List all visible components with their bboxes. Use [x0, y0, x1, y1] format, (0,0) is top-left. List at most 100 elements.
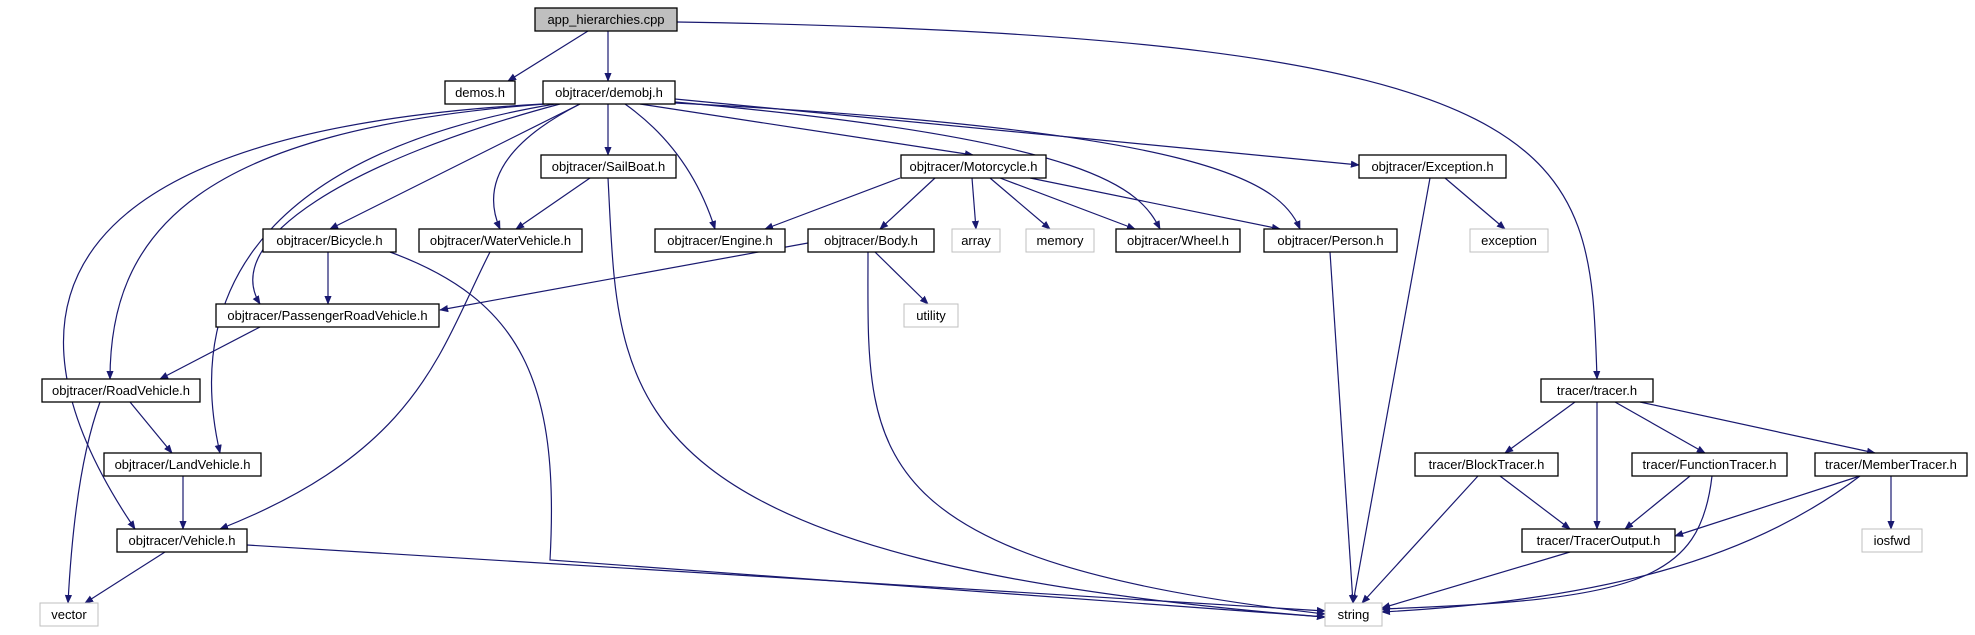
node-box-roadvehicle — [41, 378, 201, 403]
node-box-utility — [903, 303, 959, 328]
node-person[interactable]: objtracer/Person.h — [1263, 228, 1398, 253]
node-label-demobj: objtracer/demobj.h — [555, 85, 663, 100]
node-box-wheel — [1115, 228, 1241, 253]
edge-blocktracer-to-traceroutput — [1499, 475, 1571, 530]
edge-roadvehicle-to-landvehicle — [129, 401, 173, 454]
node-box-vehicle — [116, 528, 248, 553]
node-box-body — [807, 228, 935, 253]
node-membertracer[interactable]: tracer/MemberTracer.h — [1814, 452, 1968, 477]
node-landvehicle[interactable]: objtracer/LandVehicle.h — [103, 452, 262, 477]
edge-motorcycle-to-memory — [989, 177, 1051, 230]
edge-traceroutput-to-string — [1381, 551, 1571, 610]
node-box-membertracer — [1814, 452, 1968, 477]
node-box-vector — [39, 602, 99, 627]
node-passengerroad[interactable]: objtracer/PassengerRoadVehicle.h — [215, 303, 440, 328]
node-watervehicle[interactable]: objtracer/WaterVehicle.h — [418, 228, 583, 253]
edge-app_hierarchies-to-tracer — [676, 21, 1601, 380]
edge-tracer-to-blocktracer — [1504, 401, 1576, 454]
node-label-sailboat: objtracer/SailBoat.h — [552, 159, 665, 174]
node-body[interactable]: objtracer/Body.h — [807, 228, 935, 253]
node-box-array — [951, 228, 1001, 253]
node-box-landvehicle — [103, 452, 262, 477]
dependency-nodes: app_hierarchies.cpp demos.h objtracer/demo… — [39, 7, 1968, 627]
edge-watervehicle-to-vehicle — [219, 251, 491, 530]
node-iosfwd: iosfwd — [1861, 528, 1923, 553]
node-label-functiontracer: tracer/FunctionTracer.h — [1643, 457, 1777, 472]
edge-demobj-to-engine — [624, 103, 716, 230]
node-sailboat[interactable]: objtracer/SailBoat.h — [540, 154, 677, 179]
node-roadvehicle[interactable]: objtracer/RoadVehicle.h — [41, 378, 201, 403]
edge-person-to-string — [1329, 251, 1357, 604]
node-bicycle[interactable]: objtracer/Bicycle.h — [262, 228, 397, 253]
node-blocktracer[interactable]: tracer/BlockTracer.h — [1414, 452, 1559, 477]
node-label-membertracer: tracer/MemberTracer.h — [1825, 457, 1957, 472]
node-box-bicycle — [262, 228, 397, 253]
node-box-watervehicle — [418, 228, 583, 253]
node-label-motorcycle: objtracer/Motorcycle.h — [910, 159, 1038, 174]
node-box-exception_h — [1358, 154, 1507, 179]
edge-body-to-utility — [874, 251, 929, 305]
node-wheel[interactable]: objtracer/Wheel.h — [1115, 228, 1241, 253]
node-vector: vector — [39, 602, 99, 627]
node-label-memory: memory — [1037, 233, 1084, 248]
edge-motorcycle-to-array — [971, 177, 979, 230]
edge-blocktracer-to-string — [1361, 475, 1479, 604]
edge-app_hierarchies-to-demos — [507, 30, 589, 82]
node-box-iosfwd — [1861, 528, 1923, 553]
node-engine[interactable]: objtracer/Engine.h — [654, 228, 786, 253]
node-box-demos — [444, 80, 516, 105]
node-box-exception — [1469, 228, 1549, 253]
node-label-roadvehicle: objtracer/RoadVehicle.h — [52, 383, 190, 398]
node-box-string — [1324, 602, 1383, 627]
edge-demobj-to-motorcycle — [639, 103, 974, 158]
edge-membertracer-to-traceroutput — [1674, 475, 1861, 537]
edge-exception_h-to-string — [1350, 177, 1431, 604]
node-array: array — [951, 228, 1001, 253]
edge-motorcycle-to-engine — [764, 177, 901, 230]
node-label-landvehicle: objtracer/LandVehicle.h — [115, 457, 251, 472]
node-box-motorcycle — [900, 154, 1047, 179]
node-label-bicycle: objtracer/Bicycle.h — [276, 233, 382, 248]
edge-demobj-to-wheel — [674, 101, 1161, 230]
node-string: string — [1324, 602, 1383, 627]
node-box-blocktracer — [1414, 452, 1559, 477]
node-box-memory — [1025, 228, 1095, 253]
edge-tracer-to-functiontracer — [1614, 401, 1706, 454]
node-tracer[interactable]: tracer/tracer.h — [1540, 378, 1654, 403]
node-label-app_hierarchies: app_hierarchies.cpp — [547, 12, 664, 27]
edge-tracer-to-membertracer — [1639, 401, 1876, 455]
edge-body-to-passengerroad — [439, 242, 809, 313]
node-box-passengerroad — [215, 303, 440, 328]
edge-demobj-to-person — [674, 102, 1301, 230]
edge-exception_h-to-exception — [1444, 177, 1506, 230]
node-functiontracer[interactable]: tracer/FunctionTracer.h — [1631, 452, 1788, 477]
node-demobj[interactable]: objtracer/demobj.h — [542, 80, 676, 105]
node-app_hierarchies[interactable]: app_hierarchies.cpp — [534, 7, 678, 32]
node-box-functiontracer — [1631, 452, 1788, 477]
edge-sailboat-to-string — [607, 177, 1326, 620]
node-demos[interactable]: demos.h — [444, 80, 516, 105]
edge-motorcycle-to-body — [879, 177, 936, 230]
edge-membertracer-to-string — [1381, 475, 1861, 616]
node-exception_h[interactable]: objtracer/Exception.h — [1358, 154, 1507, 179]
node-utility: utility — [903, 303, 959, 328]
node-motorcycle[interactable]: objtracer/Motorcycle.h — [900, 154, 1047, 179]
edge-demobj-to-vehicle — [62, 103, 544, 530]
node-label-tracer: tracer/tracer.h — [1557, 383, 1637, 398]
node-label-passengerroad: objtracer/PassengerRoadVehicle.h — [227, 308, 427, 323]
node-label-vector: vector — [51, 607, 87, 622]
node-label-vehicle: objtracer/Vehicle.h — [129, 533, 236, 548]
node-label-wheel: objtracer/Wheel.h — [1127, 233, 1229, 248]
edge-demobj-to-passengerroad — [252, 103, 561, 305]
node-traceroutput[interactable]: tracer/TracerOutput.h — [1521, 528, 1676, 553]
node-label-exception: exception — [1481, 233, 1537, 248]
edge-demobj-to-landvehicle — [211, 103, 556, 454]
node-box-person — [1263, 228, 1398, 253]
node-label-string: string — [1338, 607, 1370, 622]
edge-demobj-to-watervehicle — [492, 103, 581, 230]
node-label-traceroutput: tracer/TracerOutput.h — [1537, 533, 1661, 548]
edge-roadvehicle-to-vector — [64, 401, 101, 604]
edge-demobj-to-roadvehicle — [106, 103, 546, 380]
node-vehicle[interactable]: objtracer/Vehicle.h — [116, 528, 248, 553]
node-box-app_hierarchies — [534, 7, 678, 32]
